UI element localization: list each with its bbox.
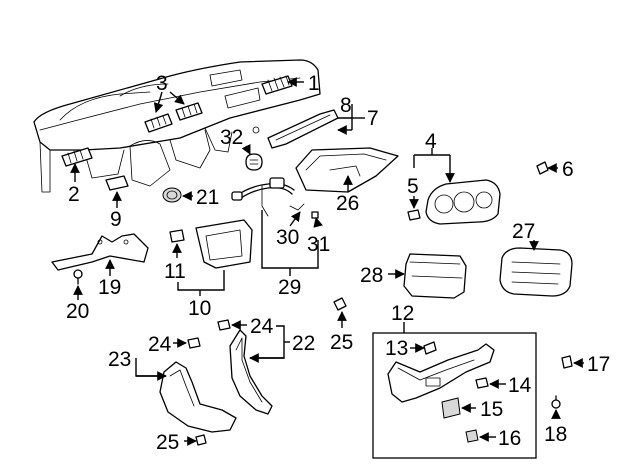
callout-25-upper: 25 <box>330 331 353 354</box>
glove-box-door-part-26 <box>295 147 399 193</box>
bulb-part-5 <box>407 209 421 221</box>
callout-3: 3 <box>156 72 168 95</box>
callout-16: 16 <box>498 427 521 450</box>
bolt-part-25-upper <box>333 297 347 311</box>
clip-part-16 <box>465 429 479 443</box>
screw-part-14 <box>475 377 489 389</box>
detail-box-part-12 <box>372 332 537 459</box>
callout-20: 20 <box>66 300 89 323</box>
center-bezel-part-10 <box>195 219 253 269</box>
bolt-part-25-lower <box>195 434 207 446</box>
callout-24-right: 24 <box>250 315 274 338</box>
garnish-strip-part-8 <box>252 109 339 149</box>
callout-29: 29 <box>278 276 301 299</box>
callout-19: 19 <box>98 276 121 299</box>
callout-6: 6 <box>562 158 574 181</box>
bolt-part-20 <box>73 269 83 285</box>
callout-1: 1 <box>308 72 320 95</box>
console-panel-part-22 <box>229 329 273 415</box>
callout-8: 8 <box>340 94 352 117</box>
switch-part-32 <box>245 153 263 171</box>
plug-part-21 <box>162 187 182 203</box>
air-vent-center-right <box>175 102 203 121</box>
leader-lines <box>70 77 584 446</box>
instrument-panel <box>33 59 321 193</box>
connector-part-13 <box>423 341 437 355</box>
callout-31: 31 <box>307 233 330 256</box>
callout-5: 5 <box>407 175 419 198</box>
callout-18: 18 <box>544 423 567 446</box>
bolt-part-18 <box>551 395 561 409</box>
callout-2: 2 <box>68 183 80 206</box>
callout-11: 11 <box>164 260 186 283</box>
clip-part-17 <box>561 355 573 369</box>
console-panel-part-23 <box>159 361 237 433</box>
callout-9: 9 <box>110 208 122 231</box>
callout-labels: 1 3 8 7 32 4 6 5 2 21 26 9 30 31 27 11 2… <box>66 72 610 454</box>
airbag-part-28 <box>403 253 467 299</box>
air-vent-center-left <box>144 113 173 133</box>
clip-part-24-right <box>217 319 231 331</box>
callout-23: 23 <box>108 348 131 371</box>
callout-30: 30 <box>276 226 299 249</box>
callout-13: 13 <box>385 337 408 360</box>
callout-32: 32 <box>220 126 243 149</box>
callout-14: 14 <box>508 374 532 397</box>
air-vent-left <box>61 147 93 167</box>
switch-part-9 <box>105 175 129 191</box>
callout-12: 12 <box>391 302 414 325</box>
bracket-part-19 <box>51 233 149 271</box>
clip-part-24-left <box>187 337 201 349</box>
callout-21: 21 <box>196 186 219 209</box>
callout-10: 10 <box>188 297 211 320</box>
callout-28: 28 <box>360 264 383 287</box>
callout-27: 27 <box>512 220 535 243</box>
callout-22: 22 <box>292 332 315 355</box>
cover-part-15 <box>441 397 461 419</box>
callout-24-left: 24 <box>148 333 172 356</box>
callout-17: 17 <box>587 353 610 376</box>
callout-7: 7 <box>367 107 379 130</box>
gauge-cluster-part-4 <box>425 179 501 225</box>
clip-part-6 <box>536 161 549 175</box>
wiring-harness-part-29 <box>231 177 319 219</box>
switch-part-11 <box>169 229 185 243</box>
callout-25-lower: 25 <box>156 431 179 454</box>
callout-15: 15 <box>480 398 503 421</box>
lower-panel-part-12 <box>387 343 495 403</box>
callout-26: 26 <box>336 192 359 215</box>
air-vent-right <box>261 75 293 95</box>
callout-4: 4 <box>425 130 437 153</box>
airbag-part-27 <box>499 247 573 297</box>
